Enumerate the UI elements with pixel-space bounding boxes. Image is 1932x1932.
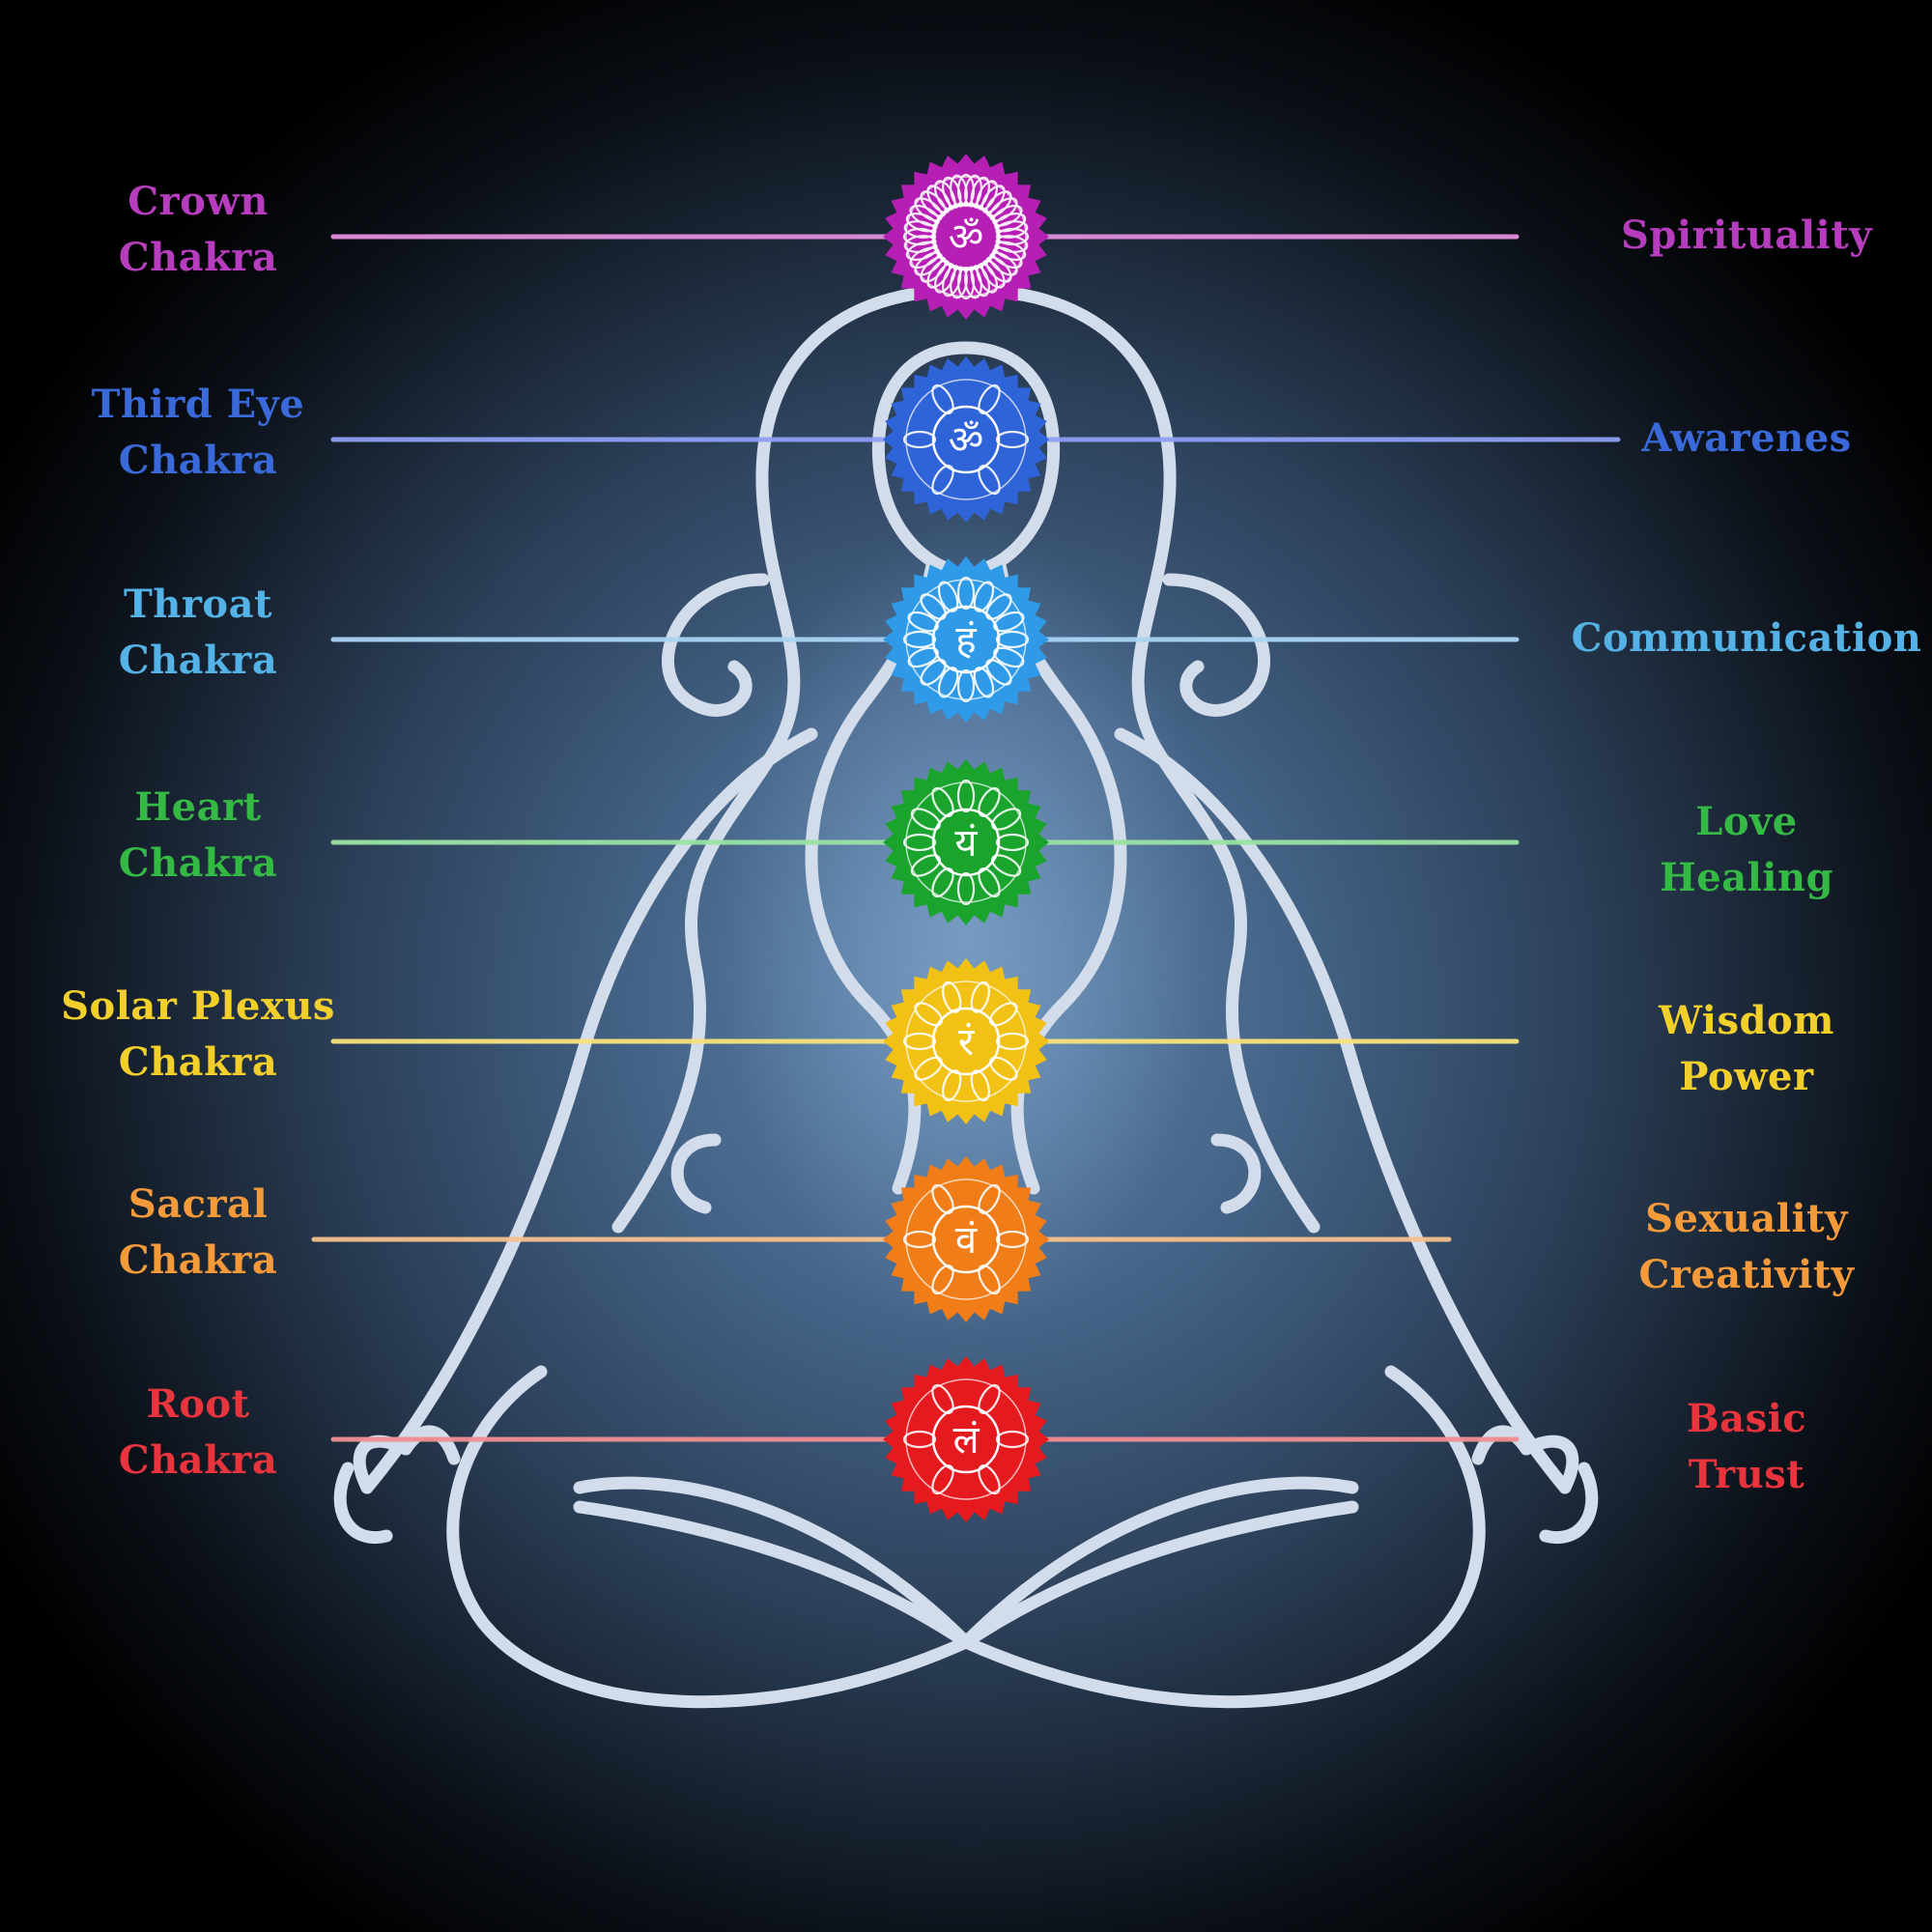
chakra-glyph: ॐ — [949, 418, 983, 463]
outline-hair-outer-left — [611, 283, 973, 1234]
chakra-meaning-line1: Spirituality — [1621, 213, 1872, 258]
outline-hand-right — [1471, 1425, 1599, 1544]
chakra-name-line1: Third Eye — [91, 382, 305, 427]
outline-foot-right — [573, 1500, 973, 1649]
figure-outline — [333, 283, 1599, 1709]
chakra-name-line1: Root — [146, 1381, 250, 1427]
chakra-symbol: ॐ — [883, 154, 1049, 320]
chakra-name-line1: Throat — [123, 582, 272, 627]
chakra-name-line2: Chakra — [118, 1039, 278, 1085]
chakra-name-line1: Heart — [134, 784, 262, 830]
outline-arm-left — [360, 727, 818, 1494]
chakra-name-line1: Sacral — [128, 1181, 269, 1227]
outline-curl-left-low — [670, 1133, 722, 1214]
chakra-name-line1: Crown — [128, 179, 269, 224]
chakra-meaning-line2: Trust — [1688, 1452, 1805, 1497]
chakra-name-line2: Chakra — [118, 235, 278, 280]
chakra-name-line2: Chakra — [118, 840, 278, 886]
outline-foot-left — [959, 1500, 1359, 1649]
chakra-meaning-line1: Sexuality — [1645, 1196, 1848, 1241]
chakra-meaning-line1: Basic — [1686, 1396, 1807, 1441]
chakra-disc — [883, 356, 1049, 523]
outline-curl-left — [662, 573, 770, 717]
outline-arm-right — [1114, 727, 1572, 1494]
chakra-glyph: वं — [955, 1218, 978, 1263]
lotus-petals-icon — [902, 1183, 1030, 1295]
outline-lap-left — [573, 1476, 973, 1649]
body-glow — [715, 522, 1217, 1333]
chakra-meaning-line1: Wisdom — [1659, 998, 1834, 1043]
lotus-petals-icon — [902, 173, 1030, 300]
chakra-glyph: रं — [958, 1020, 975, 1065]
chakra-disc — [883, 759, 1049, 925]
outline-leg-left — [446, 1365, 973, 1709]
chakra-disc — [883, 1156, 1049, 1322]
chakra-symbol: लं — [883, 1356, 1049, 1522]
chakra-meaning-line1: Love — [1695, 799, 1798, 844]
outline-leg-right — [959, 1365, 1486, 1709]
chakra-disc — [883, 154, 1049, 320]
chakra-name-line2: Chakra — [118, 1437, 278, 1483]
chakra-name-line1: Solar Plexus — [61, 983, 335, 1029]
chakra-disc — [883, 1356, 1049, 1522]
chakra-symbol: यं — [883, 759, 1049, 925]
outline-hair-outer-right — [959, 283, 1321, 1234]
outline-torso-right — [1010, 689, 1127, 1195]
outline-torso-left — [805, 689, 922, 1195]
lotus-petals-icon — [902, 779, 1030, 906]
chakra-meaning-line2: Creativity — [1638, 1252, 1855, 1297]
chakra-meaning-label: Communication — [1572, 611, 1922, 667]
chakra-glyph: हं — [955, 618, 977, 663]
outline-lap-right — [959, 1476, 1359, 1649]
lotus-petals-icon — [902, 1383, 1030, 1495]
chakra-meaning-label: Spirituality — [1621, 208, 1872, 264]
chakra-symbol: रं — [883, 958, 1049, 1124]
outline-curl-right — [1162, 573, 1270, 717]
chakra-glyph: यं — [954, 821, 978, 866]
chakra-symbol: वं — [883, 1156, 1049, 1322]
chakra-name-line2: Chakra — [118, 638, 278, 683]
chakra-meaning-label: Awarenes — [1641, 411, 1851, 467]
chakra-symbol: हं — [883, 556, 1049, 723]
lotus-petals-icon — [902, 384, 1030, 496]
chakra-meaning-line2: Power — [1679, 1054, 1814, 1099]
chakra-name-line2: Chakra — [118, 1237, 278, 1283]
chakra-meaning-line1: Awarenes — [1641, 415, 1852, 461]
chakra-meaning-line1: Communication — [1571, 615, 1922, 661]
chakra-glyph: लं — [952, 1418, 980, 1463]
chakra-name-line2: Chakra — [118, 438, 278, 483]
chakra-disc — [883, 556, 1049, 723]
chakra-symbol: ॐ — [883, 356, 1049, 523]
lotus-petals-icon — [902, 576, 1030, 703]
outline-face-left — [871, 341, 973, 577]
lotus-petals-icon — [902, 980, 1030, 1102]
outline-face-right — [959, 341, 1061, 577]
chakra-glyph: ॐ — [949, 215, 983, 260]
chakra-meaning-line2: Healing — [1659, 855, 1834, 900]
chakra-symbols: ॐ ॐ हं यं रं वं लं — [883, 154, 1049, 1522]
outline-hand-left — [333, 1425, 461, 1544]
chakra-disc — [883, 958, 1049, 1124]
outline-curl-right-low — [1210, 1133, 1262, 1214]
